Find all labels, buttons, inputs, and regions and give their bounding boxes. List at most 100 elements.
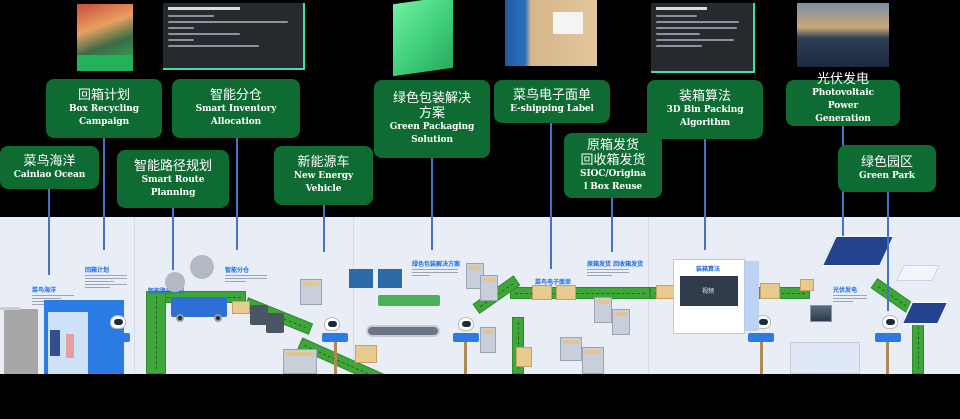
label-title-zh: 绿色园区: [860, 154, 913, 170]
signpost-board: [453, 333, 479, 342]
label-title-zh: 光伏发电: [816, 72, 869, 87]
tree: [165, 272, 185, 292]
warehouse-shelf: [612, 309, 630, 335]
scene-title-photovoltaic: 光伏发电: [833, 287, 858, 294]
bin-packing-building: 装箱算法 视频: [673, 259, 745, 334]
connector-line: [323, 204, 325, 252]
label-title-zh: 原箱发货: [586, 137, 639, 153]
label-smart-inventory: 智能分仓 Smart Inventory Allocation: [172, 79, 300, 138]
green-packaging-box-photo: [393, 0, 453, 77]
label-title-en: Green Park: [859, 170, 915, 181]
connector-line: [704, 135, 706, 250]
label-title-en: SIOC/Origina: [580, 168, 646, 179]
label-title-en: Photovoltaic: [812, 88, 874, 98]
label-title-zh: 新能源车: [297, 155, 350, 170]
label-title-zh: 回收箱发货: [580, 152, 646, 168]
label-title-en: 3D Bin Packing: [666, 105, 744, 115]
label-new-energy: 新能源车 New Energy Vehicle: [274, 146, 373, 205]
packaging-poster: [349, 269, 373, 288]
video-placeholder-label: 视频: [702, 288, 715, 295]
scene-title-cainiao-ocean: 菜鸟海洋: [32, 287, 57, 294]
label-title-zh: 智能分仓: [209, 88, 262, 103]
bin-packing-code-snippet: [651, 3, 755, 73]
parcel-box: [800, 279, 814, 291]
scene-title-sioc: 原箱发货 回收箱发货: [587, 261, 644, 268]
signpost-board: [748, 333, 774, 342]
scene-title-smart-route: 智能路径规划: [148, 288, 185, 295]
scene-title-smart-inventory: 智能分仓: [225, 267, 250, 274]
warehouse-shelf: [560, 337, 582, 361]
label-photovoltaic: 光伏发电 Photovoltaic Power Generation: [786, 72, 900, 126]
solar-panel-photo: [797, 3, 889, 67]
warehouse-shelf: [582, 347, 604, 374]
label-title-zh: 智能路径规划: [133, 158, 212, 174]
warehouse-shelf: [283, 349, 317, 374]
conveyor-belt: [510, 287, 650, 299]
robot-mascot: [110, 315, 126, 329]
label-title-en: Box Recycling: [69, 104, 139, 114]
truck-wheel: [214, 314, 222, 322]
parcel-box: [232, 301, 250, 314]
solar-roof-building: [820, 235, 896, 267]
signpost-board: [875, 333, 901, 342]
warehouse-shelf: [466, 263, 484, 289]
parcel-box: [556, 285, 576, 300]
label-title-en: Smart Route: [141, 174, 205, 185]
label-title-en: Smart Inventory: [195, 104, 277, 114]
panel-divider: [353, 217, 354, 374]
label-title-en: New Energy: [293, 171, 354, 181]
signpost-pole: [886, 342, 889, 374]
connector-line: [431, 157, 433, 250]
label-title-zh: 菜鸟海洋: [23, 153, 76, 169]
label-sioc: 原箱发货 回收箱发货 SIOC/Origina l Box Reuse: [564, 133, 662, 198]
robot-mascot: [755, 315, 771, 329]
connector-line: [611, 192, 613, 252]
scene-title-e-shipping: 菜鸟电子面单: [535, 279, 572, 286]
label-title-en: l Box Reuse: [583, 181, 643, 192]
label-title-en: E-shipping Label: [510, 103, 594, 114]
robot-mascot: [324, 317, 340, 331]
label-smart-route: 智能路径规划 Smart Route Planning: [117, 150, 229, 208]
green-packaging-callout: [378, 295, 440, 306]
recycling-bin: [250, 305, 268, 325]
warehouse-shelf: [594, 297, 612, 323]
warehouse-shelf: [480, 275, 498, 301]
label-title-en: Cainiao Ocean: [13, 169, 86, 180]
signpost-pole: [760, 342, 763, 374]
label-box-recycling: 回箱计划 Box Recycling Campaign: [46, 79, 162, 138]
scene-description: [587, 269, 629, 278]
label-title-zh: 回箱计划: [77, 88, 130, 103]
building-title: 装箱算法: [696, 266, 721, 273]
tree: [190, 255, 214, 279]
rooftop-building: [896, 265, 940, 281]
label-title-en: Allocation: [210, 117, 262, 127]
panel-divider: [134, 217, 135, 374]
robot-mascot: [458, 317, 474, 331]
label-e-shipping: 菜鸟电子面单 E-shipping Label: [494, 80, 610, 123]
connector-line: [236, 130, 238, 250]
connector-line: [550, 122, 552, 269]
connector-line: [103, 130, 105, 250]
connector-line: [48, 188, 50, 275]
shelf-line: [0, 307, 20, 310]
label-cainiao-ocean: 菜鸟海洋 Cainiao Ocean: [0, 146, 99, 189]
recycling-staff-photo: [77, 4, 133, 71]
signpost-board: [104, 333, 130, 342]
label-title-en: Algorithm: [679, 118, 731, 128]
scene-title-green-packaging: 绿色包装解决方案: [412, 261, 461, 268]
parcel-box: [355, 345, 377, 363]
connector-line: [887, 191, 889, 311]
scene-description: [85, 275, 127, 290]
door-panel: [4, 309, 38, 374]
packaging-poster: [378, 269, 402, 288]
signpost-board: [322, 333, 348, 342]
parcel-box: [656, 285, 674, 299]
label-title-en: Planning: [150, 187, 196, 198]
sorting-belt: [366, 325, 440, 337]
robot-mascot: [882, 315, 898, 329]
signpost-pole: [334, 342, 337, 374]
inventory-code-snippet: [163, 3, 305, 70]
label-title-en: Green Packaging: [389, 122, 475, 132]
warehouse-shelf: [300, 279, 322, 305]
scene-description: [833, 295, 867, 304]
